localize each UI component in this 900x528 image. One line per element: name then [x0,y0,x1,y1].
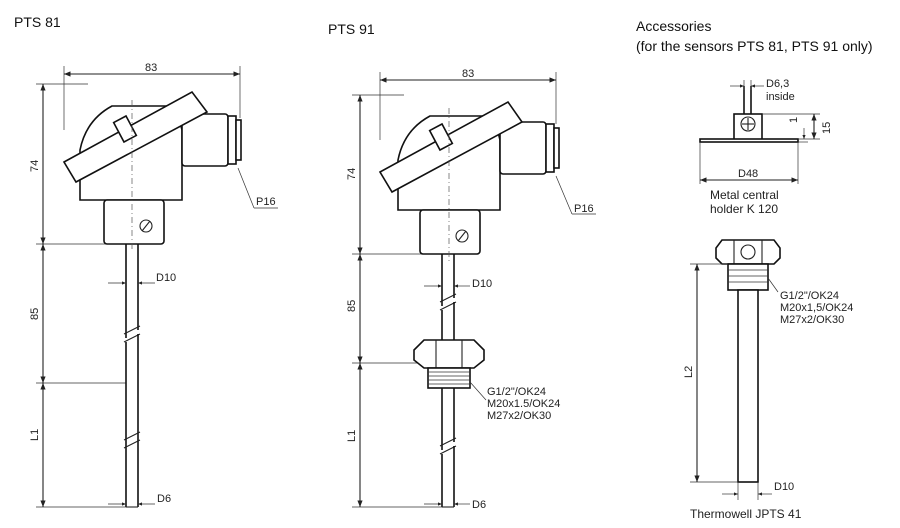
pts91-title: PTS 91 [328,21,375,37]
accessories-subtitle: (for the sensors PTS 81, PTS 91 only) [636,38,873,54]
pts81-neck [103,199,165,245]
pts81-gland-cap [235,119,242,161]
pts81-neck-label: 85 [29,308,41,320]
thermowell-thread-2: M20x1,5/OK24 [780,302,853,314]
holder-height-label: 15 [821,122,833,134]
thermowell-thread [727,263,769,291]
pts91-set-screw [455,229,469,243]
pts91-head-label: 74 [346,168,358,180]
pts81-set-screw [139,219,153,233]
thermowell-diameter-label: D10 [774,481,794,493]
thermowell-caption: Thermowell JPTS 41 [690,507,802,521]
pts91-thread-1: G1/2"/OK24 [487,386,546,398]
pts91-neck-label: 85 [346,300,358,312]
pts91-width-label: 83 [462,68,474,80]
pts81-width-label: 83 [145,62,157,74]
pts91-fitting-nut [413,339,485,369]
pts81-tube-label: D10 [156,272,176,284]
pts81-lid-screw [112,114,138,144]
pts81-l1-label: L1 [29,429,41,441]
pts81-break-2 [123,431,141,449]
pts91-l1-label: L1 [346,430,358,442]
holder-plate [699,138,799,143]
holder-caption-2: holder K 120 [710,202,778,216]
holder-diameter-label: D48 [738,168,758,180]
pts91-thread [427,367,471,389]
pts91-thread-2: M20x1.5/OK24 [487,398,560,410]
holder-thick-label: 1 [788,117,800,123]
pts91-lid [378,100,524,194]
accessories-drawing: Accessories (for the sensors PTS 81, PTS… [636,18,873,521]
pts81-tip-label: D6 [157,493,171,505]
pts91-tube-label: D10 [472,278,492,290]
pts91-tip-label: D6 [472,499,486,511]
holder-caption-1: Metal central [710,188,779,202]
pts81-drawing: PTS 81 83 74 85 L1 [14,14,278,508]
thermowell-tube [737,289,759,483]
holder-bore-note: inside [766,91,795,103]
pts91-drawing: PTS 91 83 74 85 L1 [328,21,596,511]
pts81-gland-label: P16 [256,196,276,208]
accessories-title: Accessories [636,18,711,34]
thermowell-hex [715,239,781,265]
pts91-thread-3: M27x2/OK30 [487,410,551,422]
thermowell-thread-3: M27x2/OK30 [780,314,844,326]
pts91-gland-label: P16 [574,203,594,215]
pts91-neck [419,209,481,255]
thermowell-length-label: L2 [683,366,695,378]
pts81-head-label: 74 [29,160,41,172]
pts81-gland-nut [227,115,237,165]
thermowell-thread-1: G1/2"/OK24 [780,290,839,302]
holder-clamp-screw [740,116,756,132]
pts81-lid [62,90,209,184]
holder-bore-label: D6,3 [766,78,789,90]
pts81-title: PTS 81 [14,14,61,30]
